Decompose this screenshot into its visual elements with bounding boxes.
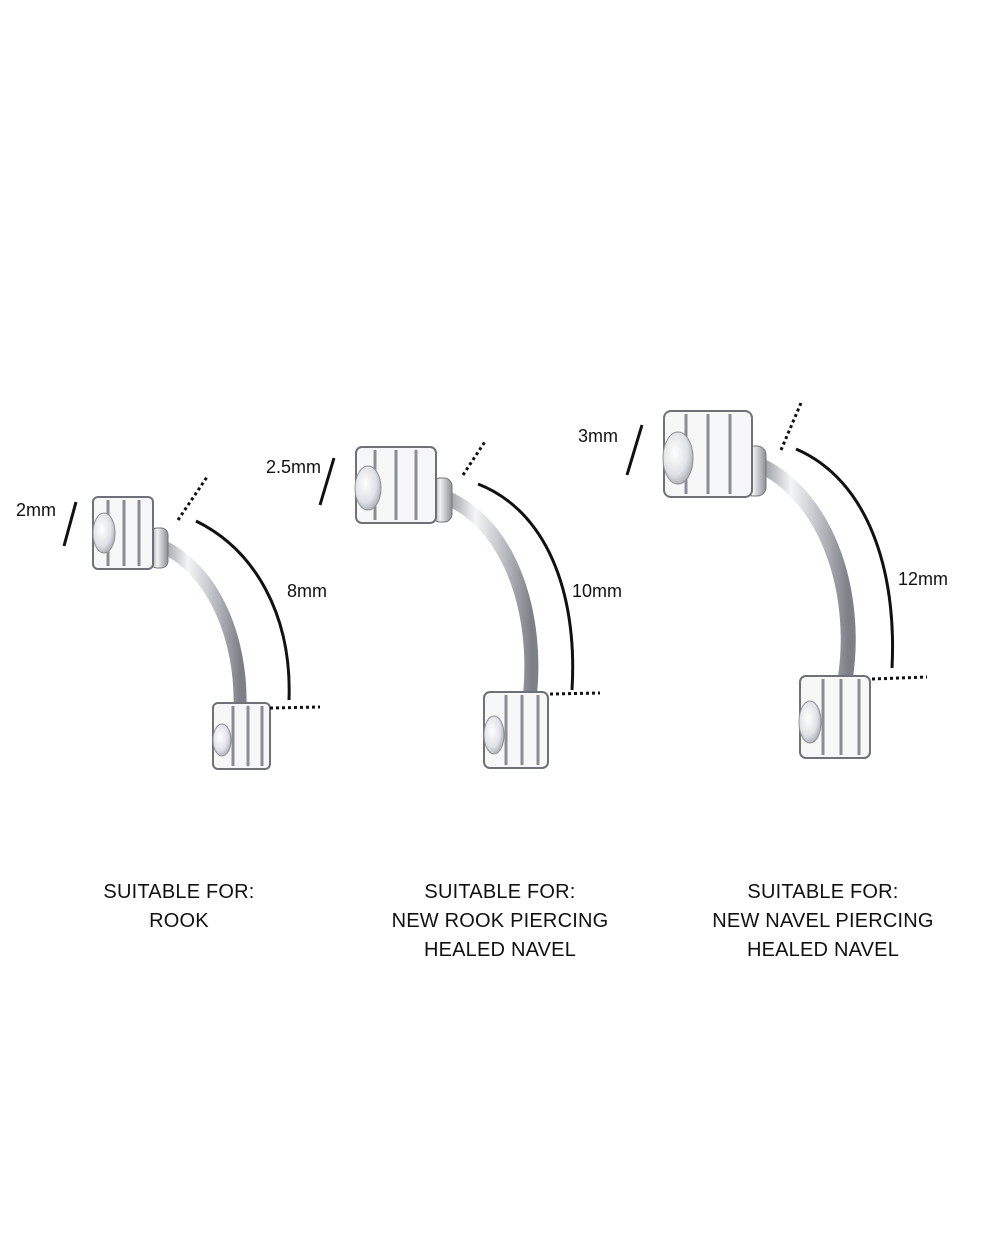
suitable-item: NEW ROOK PIERCING (391, 910, 609, 932)
curved-bar (153, 538, 247, 715)
bar-length-label: 8mm (287, 581, 327, 601)
bar-length-label: 10mm (572, 581, 622, 601)
length-arc (477, 482, 575, 691)
length-arc (795, 447, 895, 669)
gem-icon (354, 465, 382, 511)
gem-icon (92, 512, 116, 554)
suitable-item: ROOK (149, 910, 209, 932)
piercing-small: 2mm 8mm (16, 476, 327, 770)
piercing-large: 3mm 12mm (578, 402, 948, 759)
suitable-item: HEALED NAVEL (423, 939, 577, 961)
suitable-title: SUITABLE FOR: (424, 881, 576, 903)
gem-setting-top (354, 446, 437, 524)
gem-size-label: 2.5mm (266, 457, 321, 477)
gem-size-marker (318, 457, 336, 506)
gem-icon (662, 431, 694, 485)
gem-size-marker (62, 501, 78, 547)
suitable-item: NEW NAVEL PIERCING (712, 910, 934, 932)
dotted-guide (871, 675, 928, 681)
gem-setting-bottom (798, 675, 871, 759)
gem-icon (798, 700, 822, 744)
gem-setting-top (92, 496, 154, 570)
suitable-caption-large: SUITABLE FOR: NEW NAVEL PIERCING HEALED … (693, 878, 953, 965)
gem-size-marker (625, 424, 644, 476)
suitable-caption-medium: SUITABLE FOR: NEW ROOK PIERCING HEALED N… (370, 878, 630, 965)
gem-icon (212, 723, 232, 757)
suitable-title: SUITABLE FOR: (103, 881, 255, 903)
curved-bar (438, 490, 539, 702)
gem-size-label: 2mm (16, 500, 56, 520)
suitable-caption-small: SUITABLE FOR: ROOK (79, 878, 279, 936)
suitable-item: HEALED NAVEL (746, 939, 900, 961)
length-arc (195, 519, 291, 701)
dotted-guide (176, 476, 209, 521)
dotted-guide (779, 402, 803, 451)
dotted-guide (269, 705, 321, 710)
gem-setting-bottom (483, 691, 549, 769)
gem-size-label: 3mm (578, 426, 618, 446)
curved-bar (752, 457, 856, 688)
dotted-guide (549, 691, 601, 696)
piercing-medium: 2.5mm 10mm (266, 439, 622, 769)
gem-icon (483, 715, 505, 755)
gem-setting-top (662, 410, 753, 498)
bar-length-label: 12mm (898, 569, 948, 589)
dotted-guide (461, 439, 488, 476)
gem-setting-bottom (212, 702, 271, 770)
suitable-title: SUITABLE FOR: (747, 881, 899, 903)
